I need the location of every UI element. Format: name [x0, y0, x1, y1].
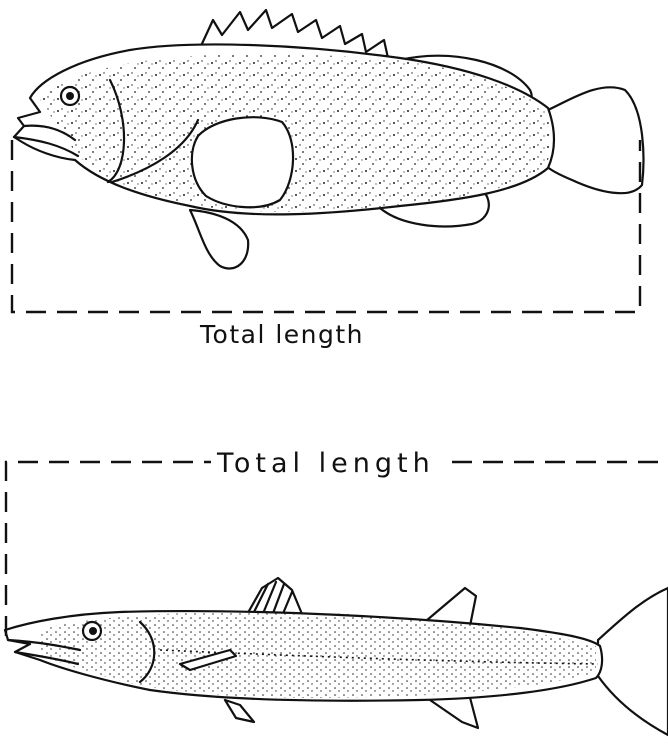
barracuda-pelvic-fin [225, 700, 254, 722]
barracuda-drawing [5, 578, 668, 735]
barracuda-total-length-label: Total length [211, 448, 441, 479]
grouper-pelvic-fin [190, 210, 248, 268]
grouper-body-stipple [40, 54, 551, 212]
grouper-tail-fin [545, 87, 643, 193]
grouper-drawing [14, 10, 643, 268]
barracuda-tail-fin [598, 588, 668, 735]
barracuda-length-bracket [6, 462, 668, 636]
grouper-eye-pupil [66, 92, 74, 100]
barracuda-eye-pupil [89, 627, 97, 635]
grouper-pectoral-fin [192, 117, 293, 207]
grouper-total-length-label: Total length [196, 320, 368, 349]
